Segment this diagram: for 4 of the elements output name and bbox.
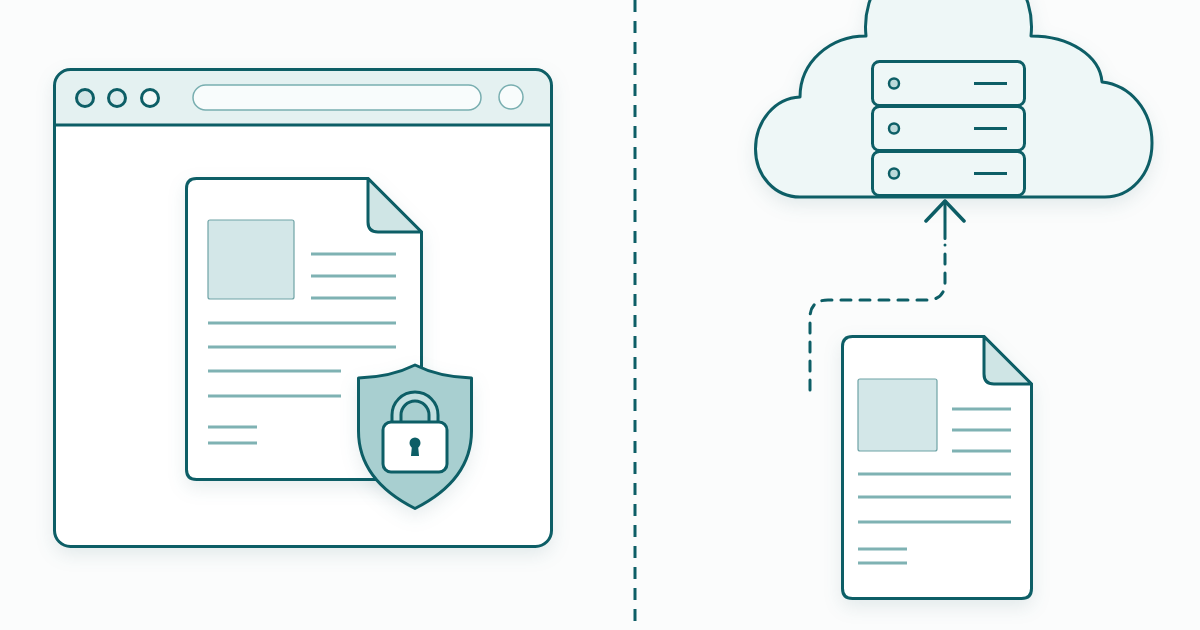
shield-padlock-icon [357,363,473,510]
dashed-arrow [808,199,966,392]
document-page [841,335,1033,600]
browser-window [53,68,553,548]
